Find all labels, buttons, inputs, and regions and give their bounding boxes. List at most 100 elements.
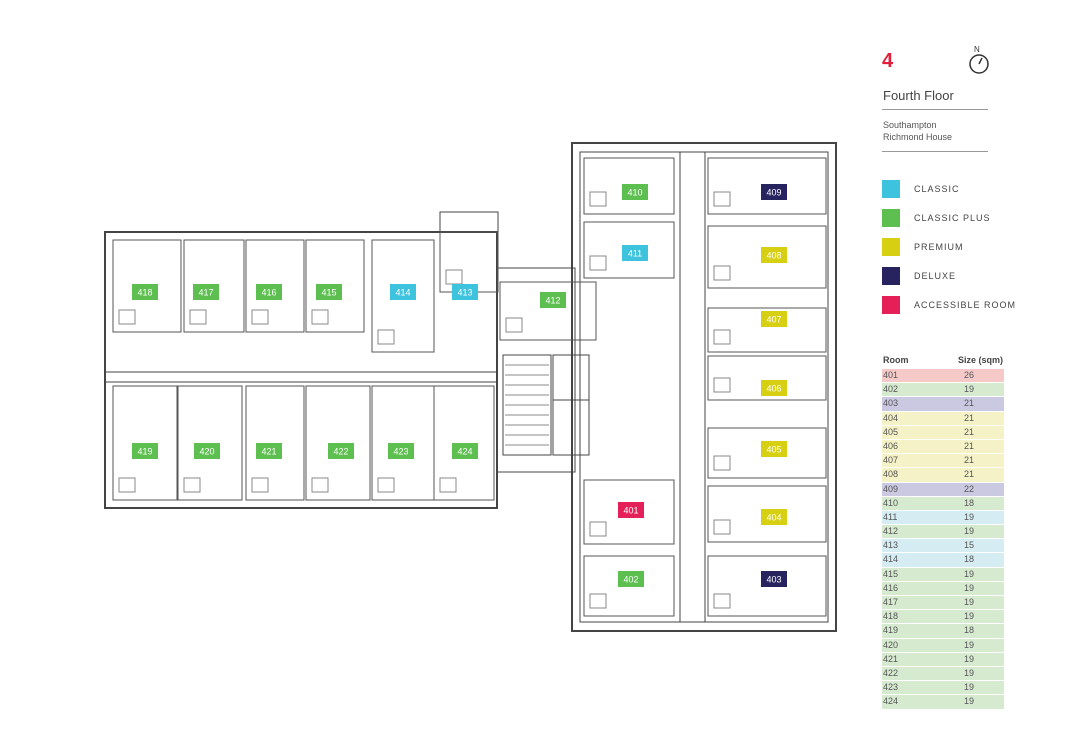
room-label-414: 414: [390, 284, 416, 300]
room-416-outline: [245, 239, 305, 333]
room-label-badge: [193, 284, 219, 300]
room-label-badge: [761, 571, 787, 587]
room-number-cell: 415: [883, 568, 899, 579]
room-label-424: 424: [452, 443, 478, 459]
room-label-411: 411: [622, 245, 648, 261]
room-label-badge: [761, 509, 787, 525]
legend-swatch: [882, 237, 900, 256]
room-number-cell: 419: [883, 625, 899, 636]
room-size-cell: 19: [963, 639, 974, 650]
room-size-cell: 18: [963, 554, 974, 565]
room-411-outline: [583, 221, 675, 279]
room-410-outline: [583, 157, 675, 215]
room-label-badge: [316, 284, 342, 300]
legend-swatch: [882, 295, 900, 314]
stair: [502, 354, 552, 456]
room-number: 404: [766, 513, 781, 523]
bathroom-fixture: [251, 309, 269, 325]
legend-label: DELUXE: [914, 270, 957, 281]
legend-label: ACCESSIBLE ROOM: [914, 299, 1017, 310]
room-label-badge: [761, 441, 787, 457]
room-label-406: 406: [761, 380, 787, 396]
divider: [882, 109, 988, 110]
room-label-403: 403: [761, 571, 787, 587]
room-label-badge: [132, 443, 158, 459]
room-size-cell: 22: [963, 483, 974, 494]
room-label-badge: [452, 284, 478, 300]
room-size-cell: 19: [963, 568, 974, 579]
room-number: 403: [766, 575, 781, 585]
room-number-cell: 411: [883, 511, 898, 522]
room-408-outline: [707, 225, 827, 289]
room-size-cell: 26: [963, 370, 974, 380]
room-number-cell: 410: [883, 497, 899, 508]
room-409-outline: [707, 157, 827, 215]
room-421-outline: [245, 385, 305, 501]
room-402-outline: [583, 555, 675, 617]
room-size-cell: 19: [963, 511, 974, 522]
legend-item: DELUXE: [882, 261, 1016, 290]
room-label-412: 412: [540, 292, 566, 308]
lift-core: [552, 354, 590, 456]
room-number: 414: [395, 288, 410, 298]
room-label-419: 419: [132, 443, 158, 459]
room-422-outline: [305, 385, 371, 501]
room-label-407: 407: [761, 311, 787, 327]
room-number: 410: [627, 188, 642, 198]
room-406-outline: [707, 355, 827, 401]
room-number-cell: 412: [883, 526, 899, 537]
room-label-badge: [540, 292, 566, 308]
room-label-badge: [761, 184, 787, 200]
room-number-cell: 401: [883, 370, 899, 380]
room-number: 412: [545, 296, 560, 306]
room-label-badge: [761, 380, 787, 396]
room-label-badge: [452, 443, 478, 459]
room-407-outline: [707, 307, 827, 353]
room-number: 419: [137, 447, 152, 457]
compass-letter: N: [974, 45, 980, 54]
building-name: Southampton Richmond House: [883, 119, 993, 143]
room-number-cell: 409: [883, 483, 899, 494]
west-wing-outline: [104, 231, 498, 509]
room-label-badge: [388, 443, 414, 459]
room-420-outline: [177, 385, 243, 501]
room-size-cell: 19: [963, 611, 974, 622]
room-size-cell: 21: [963, 469, 974, 480]
bathroom-fixture: [118, 309, 136, 325]
room-label-420: 420: [194, 443, 220, 459]
legend-item: CLASSIC PLUS: [882, 203, 1016, 232]
bathroom-fixture: [589, 191, 607, 207]
legend-item: ACCESSIBLE ROOM: [882, 290, 1016, 319]
room-number-cell: 422: [883, 667, 899, 678]
room-size-cell: 19: [963, 384, 974, 395]
bathroom-fixture: [251, 477, 269, 493]
legend-label: CLASSIC PLUS: [914, 212, 991, 223]
room-414-outline: [371, 239, 435, 353]
room-label-badge: [194, 443, 220, 459]
room-404-outline: [707, 485, 827, 543]
room-418-outline: [112, 239, 182, 333]
room-number-cell: 421: [883, 653, 899, 664]
col-size-header: Size (sqm): [957, 355, 1003, 365]
room-401-outline: [583, 479, 675, 545]
room-label-badge: [390, 284, 416, 300]
room-number: 408: [766, 251, 781, 261]
divider: [882, 151, 988, 152]
legend-item: PREMIUM: [882, 232, 1016, 261]
floor-number: 4: [882, 50, 894, 72]
room-size-cell: 18: [963, 497, 974, 508]
room-label-413: 413: [452, 284, 478, 300]
stair-treads: [505, 364, 549, 446]
room-number: 413: [457, 288, 472, 298]
room-size-cell: 21: [963, 412, 974, 423]
